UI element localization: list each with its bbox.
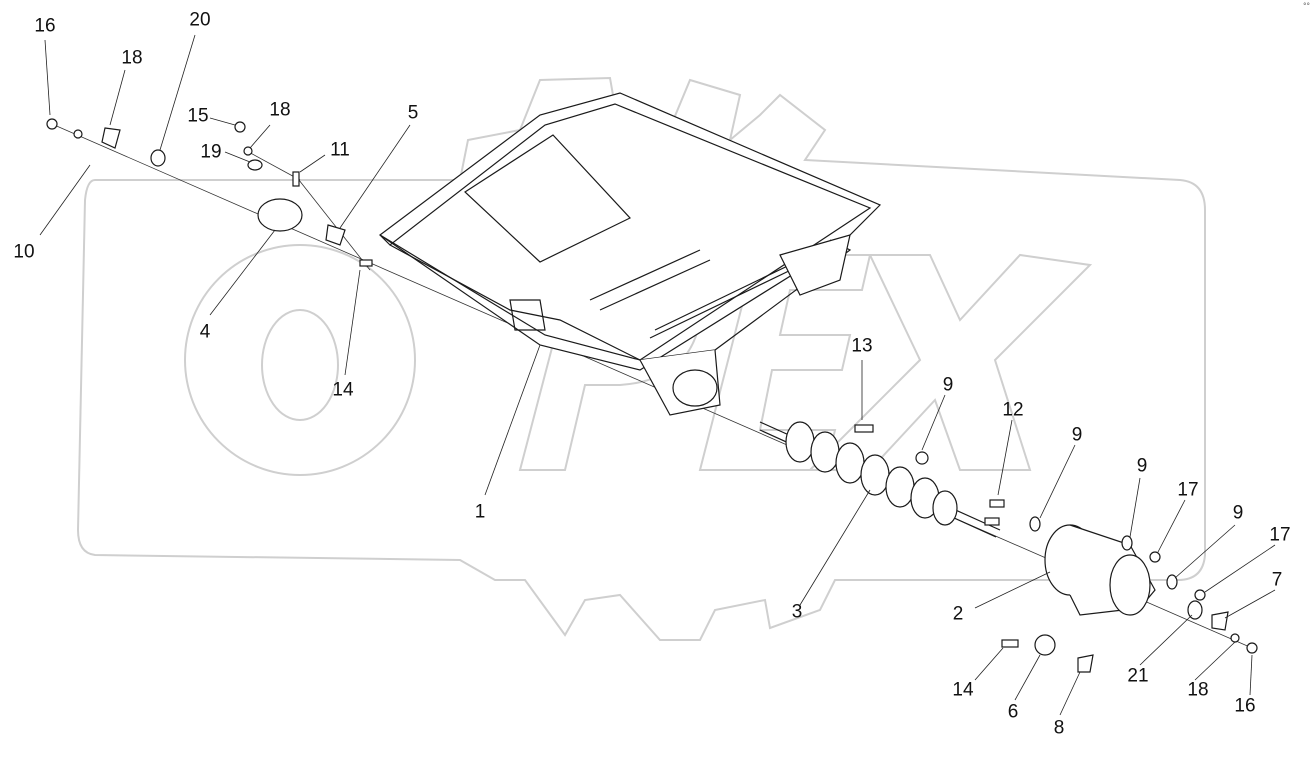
callout-label: 4 [199,321,211,343]
auger-screw [759,421,1001,538]
callout-label: 9 [1136,455,1148,477]
callout-label: 16 [1234,695,1256,717]
callout-label: 9 [1232,502,1244,524]
callout-label: 9 [942,374,954,396]
callout-label: 12 [1002,399,1024,421]
watermark-gear [76,76,1206,641]
callout-label: 11 [330,139,350,161]
callout-label: 9 [1071,424,1083,446]
callout-label: 19 [200,141,222,163]
callout-label: 20 [189,9,211,31]
callout-label: 17 [1177,479,1199,501]
auger-housing [1044,524,1156,616]
leader-lines [39,34,1276,716]
callout-label: 7 [1271,569,1283,591]
callout-label: 18 [269,99,291,121]
callout-label: 10 [13,241,35,263]
small-parts [46,118,1258,673]
corner-mark: °° [1303,2,1310,10]
callout-label: 1 [474,501,486,523]
callout-label: 17 [1269,524,1291,546]
callout-label: 3 [791,601,803,623]
callout-label: 15 [187,105,209,127]
callout-label: 14 [332,379,354,401]
callout-label: 6 [1007,701,1019,723]
callout-label: 21 [1127,665,1149,687]
hopper-frame [378,92,882,416]
callout-label: 18 [1187,679,1209,701]
callout-label: 16 [34,15,56,37]
callout-label: 14 [952,679,974,701]
callout-label: 8 [1053,717,1065,739]
callout-label: 5 [407,102,419,124]
callout-label: 13 [851,335,873,357]
callout-label: 18 [121,47,143,69]
callout-label: 2 [952,603,964,625]
